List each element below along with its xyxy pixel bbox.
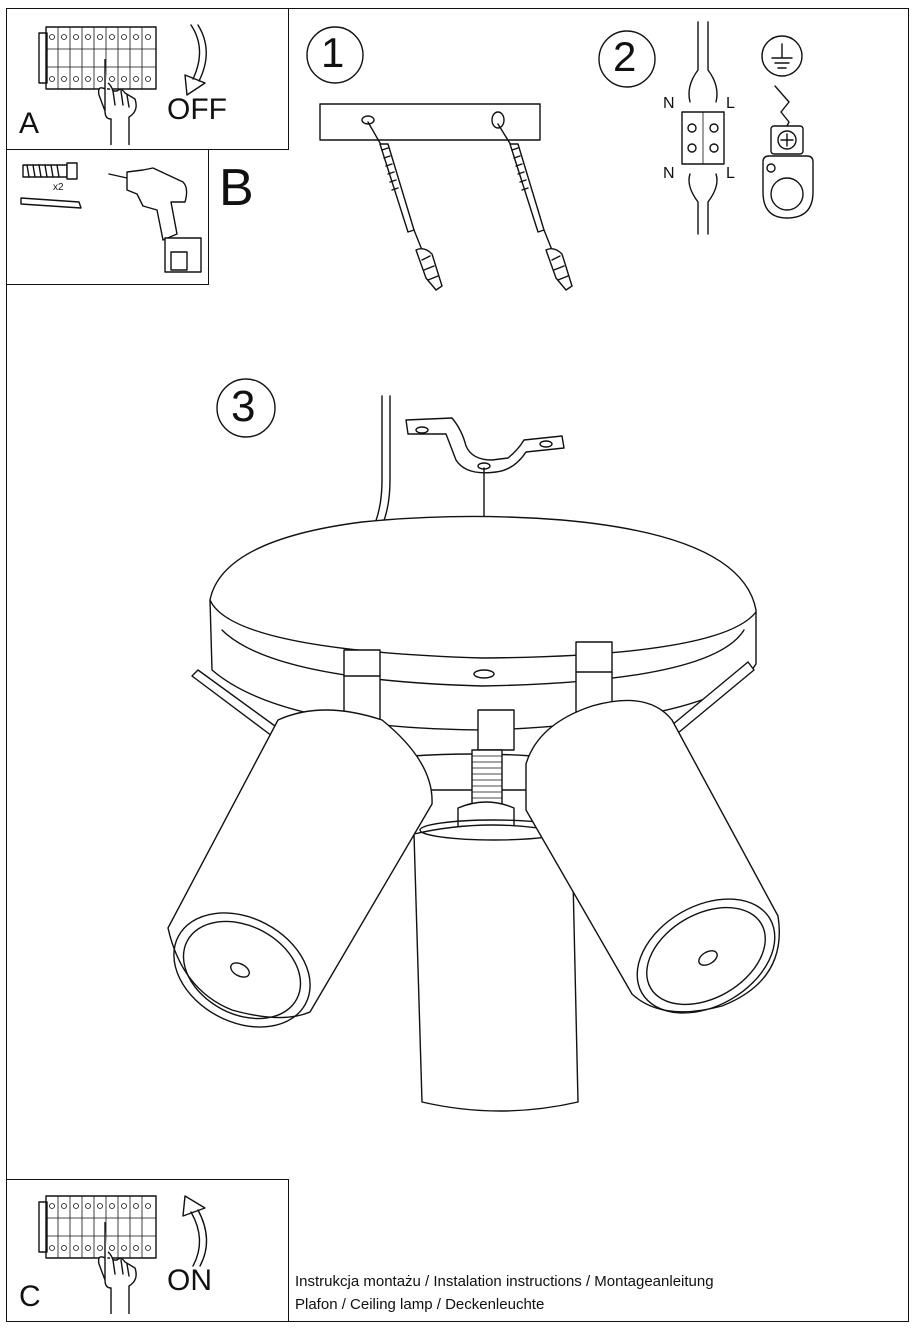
arrow-down-icon bbox=[184, 24, 207, 96]
ceiling-lamp-assembly bbox=[167, 395, 780, 1112]
panel-b-drilling: x2 B bbox=[6, 149, 254, 285]
footer-title: Instrukcja montażu / Instalation instruc… bbox=[295, 1273, 714, 1290]
step-3-number: 3 bbox=[231, 382, 256, 431]
step-b-letter: B bbox=[219, 159, 254, 217]
mounting-bar-with-screws bbox=[319, 103, 573, 291]
screw-icon bbox=[20, 197, 82, 209]
drill-icon bbox=[108, 167, 202, 273]
step-3-number-circle bbox=[216, 378, 276, 438]
step-a-off-label: OFF bbox=[167, 93, 227, 126]
page-frame bbox=[6, 8, 909, 1322]
terminal-n-top: N bbox=[663, 95, 675, 112]
breaker-switch-on-icon bbox=[38, 1195, 157, 1314]
panel-a-power-off: A OFF bbox=[6, 8, 289, 150]
step-2-number-circle bbox=[598, 30, 656, 88]
terminal-l-bottom: L bbox=[726, 165, 735, 182]
step-c-letter: C bbox=[19, 1280, 41, 1313]
terminal-block-wiring bbox=[681, 21, 725, 235]
footer-subtitle: Plafon / Ceiling lamp / Deckenleuchte bbox=[295, 1296, 545, 1313]
step-a-letter: A bbox=[19, 107, 40, 140]
terminal-l-top: L bbox=[726, 95, 735, 112]
step-2-number: 2 bbox=[613, 33, 637, 80]
step-c-on-label: ON bbox=[167, 1264, 212, 1297]
wall-plug-icon bbox=[22, 162, 78, 180]
ground-terminal-icon bbox=[761, 35, 814, 219]
panel-c-power-on: C ON bbox=[6, 1179, 289, 1322]
breaker-switch-icon bbox=[38, 26, 157, 145]
quantity-label: x2 bbox=[53, 182, 64, 193]
terminal-n-bottom: N bbox=[663, 165, 675, 182]
arrow-up-icon bbox=[182, 1195, 208, 1267]
step-1-number-circle bbox=[306, 26, 364, 84]
step-1-number: 1 bbox=[321, 29, 345, 76]
